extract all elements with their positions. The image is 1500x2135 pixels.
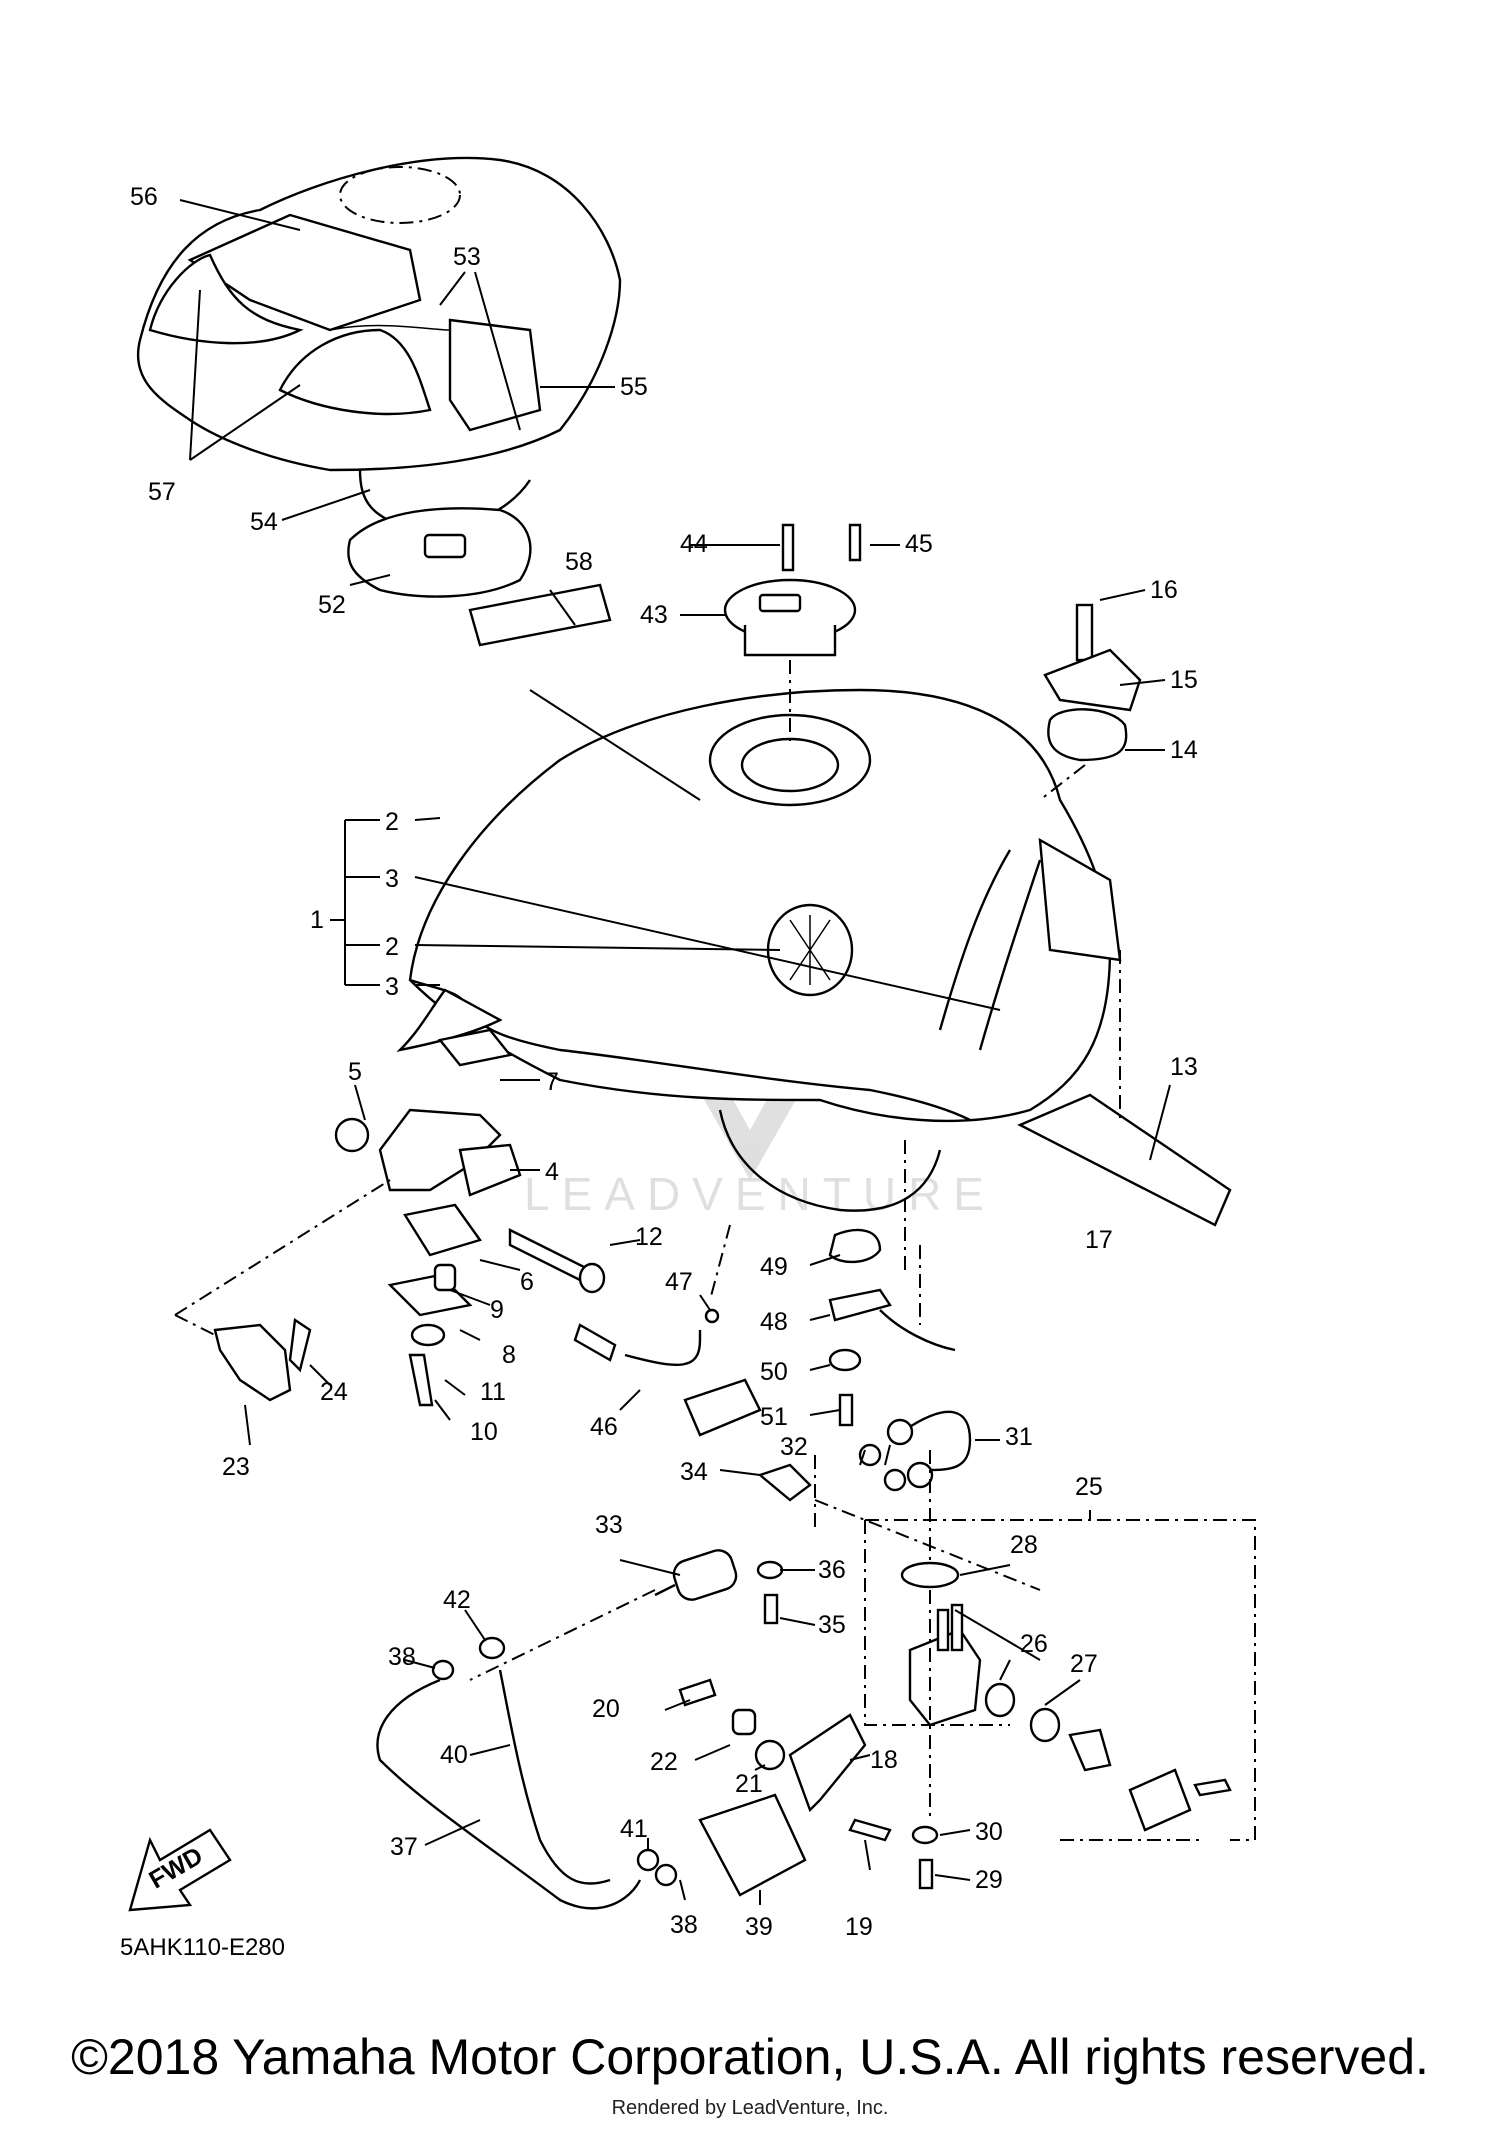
breather-hose [624, 1330, 702, 1366]
tank-bracket-top [1043, 603, 1142, 762]
callout-39: 39 [745, 1913, 773, 1941]
callout-53: 53 [453, 243, 481, 271]
callout-26: 26 [1020, 1630, 1048, 1658]
fuel-cap [723, 523, 862, 657]
callout-43: 43 [640, 601, 668, 629]
tank-cover-group [137, 156, 622, 647]
rear-mount-rubber [1017, 1093, 1232, 1227]
callout-44: 44 [680, 530, 708, 558]
callout-45: 45 [905, 530, 933, 558]
rendered-by-credit: Rendered by LeadVenture, Inc. [611, 2097, 889, 2119]
callout-17: 17 [1085, 1226, 1113, 1254]
callout-6: 6 [520, 1268, 534, 1296]
callout-2b: 2 [385, 933, 399, 961]
fuel-sender [828, 1228, 972, 1492]
callout-19: 19 [845, 1913, 873, 1941]
callout-46: 46 [590, 1413, 618, 1441]
side-bracket [213, 1317, 312, 1402]
callout-51: 51 [760, 1403, 788, 1431]
copyright-notice: ©2018 Yamaha Motor Corporation, U.S.A. A… [71, 2029, 1429, 2085]
callout-25: 25 [1075, 1473, 1103, 1501]
callout-35: 35 [818, 1611, 846, 1639]
fuel-tank [396, 688, 1122, 1212]
callout-28: 28 [1010, 1531, 1038, 1559]
front-bracket-parts [334, 1028, 606, 1407]
callout-13: 13 [1170, 1053, 1198, 1081]
callout-3a: 3 [385, 865, 399, 893]
callout-12: 12 [635, 1223, 663, 1251]
callout-34: 34 [680, 1458, 708, 1486]
callout-22: 22 [650, 1748, 678, 1776]
callout-41: 41 [620, 1815, 648, 1843]
callout-32: 32 [780, 1433, 808, 1461]
callout-40: 40 [440, 1741, 468, 1769]
callout-16: 16 [1150, 576, 1178, 604]
callout-4: 4 [545, 1158, 559, 1186]
callout-14: 14 [1170, 736, 1198, 764]
diagram-code: 5AHK110-E280 [120, 1934, 285, 1961]
callout-18: 18 [870, 1746, 898, 1774]
callout-48: 48 [760, 1308, 788, 1336]
callout-labels: 56 53 55 57 54 52 58 44 45 43 16 15 14 2… [130, 183, 1198, 1941]
callout-3b: 3 [385, 973, 399, 1001]
callout-33: 33 [595, 1511, 623, 1539]
callout-36: 36 [818, 1556, 846, 1584]
callout-20: 20 [592, 1695, 620, 1723]
callout-52: 52 [318, 591, 346, 619]
callout-47: 47 [665, 1268, 693, 1296]
callout-30: 30 [975, 1818, 1003, 1846]
callout-58: 58 [565, 548, 593, 576]
callout-49: 49 [760, 1253, 788, 1281]
callout-23: 23 [222, 1453, 250, 1481]
callout-27: 27 [1070, 1650, 1098, 1678]
fwd-arrow-icon: FWD [128, 1828, 232, 1912]
callout-54: 54 [250, 508, 278, 536]
callout-8: 8 [502, 1341, 516, 1369]
fuel-cock-assembly [900, 1561, 1232, 1890]
callout-37: 37 [390, 1833, 418, 1861]
callout-57: 57 [148, 478, 176, 506]
callout-24: 24 [320, 1378, 348, 1406]
callout-38a: 38 [388, 1643, 416, 1671]
callout-10: 10 [470, 1418, 498, 1446]
callout-21: 21 [735, 1770, 763, 1798]
callout-11: 11 [480, 1378, 506, 1406]
callout-42: 42 [443, 1586, 471, 1614]
callout-29: 29 [975, 1866, 1003, 1894]
fuel-hoses [376, 1636, 678, 1910]
callout-31: 31 [1005, 1423, 1033, 1451]
callout-38b: 38 [670, 1911, 698, 1939]
watermark-text: LEADVENTURE [524, 1168, 996, 1220]
callout-9: 9 [490, 1296, 504, 1324]
callout-7: 7 [545, 1068, 559, 1096]
callout-55: 55 [620, 373, 648, 401]
callout-2a: 2 [385, 808, 399, 836]
callout-56: 56 [130, 183, 158, 211]
fuel-pump [678, 1678, 892, 1897]
callout-50: 50 [760, 1358, 788, 1386]
callout-1: 1 [310, 906, 324, 934]
fuel-filter [654, 1378, 812, 1625]
callout-15: 15 [1170, 666, 1198, 694]
callout-5: 5 [348, 1058, 362, 1086]
